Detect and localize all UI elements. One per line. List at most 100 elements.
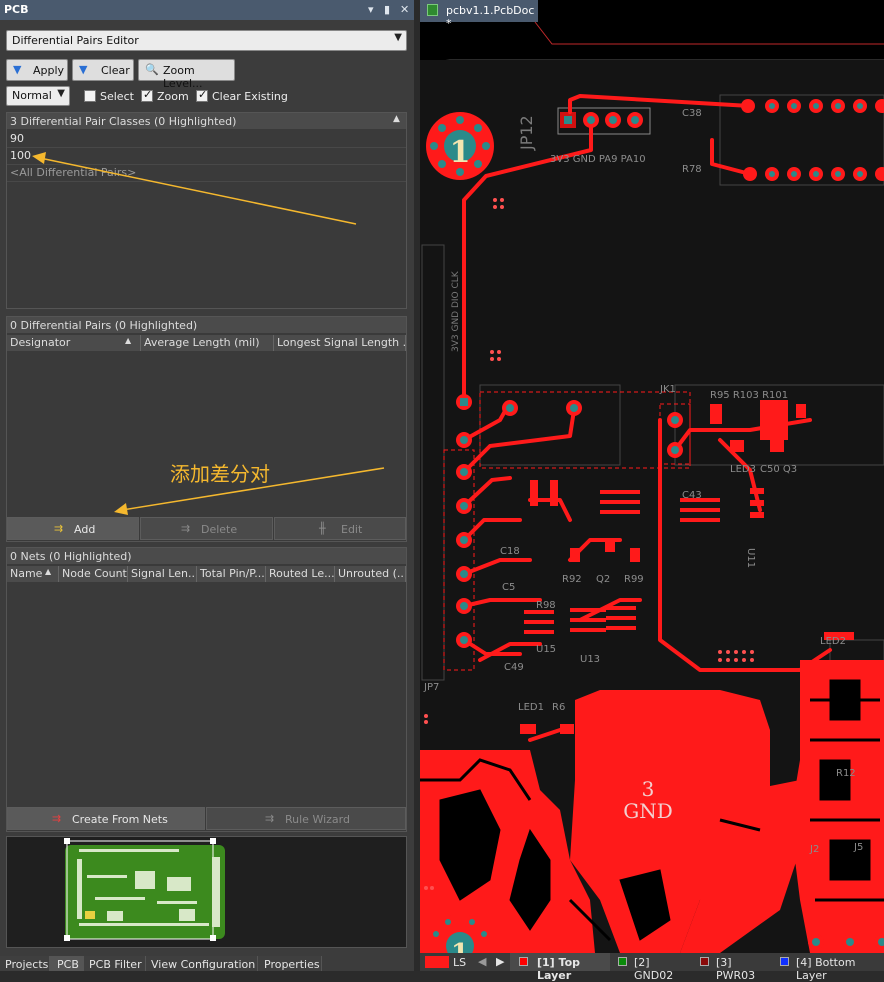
column-label: Total Pin/P...	[200, 567, 265, 580]
delete-button[interactable]: ⇉ Delete	[140, 517, 273, 540]
edit-button[interactable]: ╫ Edit	[274, 517, 406, 540]
tab-pcb[interactable]: PCB	[50, 956, 84, 971]
pin-icon[interactable]: ▮	[384, 3, 391, 16]
rule-wizard-icon: ⇉	[265, 812, 275, 825]
pcb-document-icon	[427, 4, 438, 16]
nets-list: 0 Nets (0 Highlighted) Name ▲ Node Count…	[6, 547, 407, 832]
layer-tab-pwr03[interactable]: [3] PWR03	[698, 953, 774, 982]
tab-label: View Configuration	[151, 958, 256, 971]
pcb-canvas[interactable]: 3V3 GND PA9 PA10 JK1 R95 R103 R101 C38 R…	[420, 0, 884, 971]
layer-tab-top[interactable]: [1] Top Layer	[510, 953, 610, 982]
pairs-header-text: 0 Differential Pairs (0 Highlighted)	[10, 319, 198, 332]
column-node-count[interactable]: Node Count	[59, 566, 128, 582]
column-average-length[interactable]: Average Length (mil)	[141, 335, 274, 351]
clear-filter-icon: ▼	[79, 63, 88, 76]
pad-number-3: 3	[642, 777, 655, 801]
clear-existing-checkbox[interactable]: ✓	[196, 88, 208, 102]
check-icon: ✓	[143, 88, 153, 101]
list-item[interactable]: 90	[7, 131, 406, 148]
silk-led1: LED1	[518, 702, 544, 713]
document-tab[interactable]: pcbv1.1.PcbDoc *	[420, 0, 538, 30]
sort-icon: ▲	[45, 567, 52, 576]
column-signal-length[interactable]: Signal Len...	[128, 566, 197, 582]
close-icon[interactable]: ✕	[400, 3, 410, 16]
column-routed-length[interactable]: Routed Le...	[266, 566, 335, 582]
column-name[interactable]: Name ▲	[7, 566, 59, 582]
apply-button[interactable]: ▼ Apply	[6, 59, 68, 81]
classes-header-text: 3 Differential Pair Classes (0 Highlight…	[10, 115, 237, 128]
layer-tab-bottom[interactable]: [4] Bottom Layer	[778, 953, 884, 982]
layer-color-swatch	[700, 957, 709, 966]
mode-select[interactable]: Differential Pairs Editor ▼	[6, 30, 407, 51]
minimap-board	[64, 838, 225, 941]
sort-icon: ▲	[125, 336, 132, 345]
column-designator[interactable]: Designator ▲	[7, 335, 141, 351]
rule-wizard-button[interactable]: ⇉ Rule Wizard	[206, 807, 406, 830]
scroll-right-icon[interactable]: ▶	[496, 955, 505, 968]
mode-select-value: Differential Pairs Editor	[12, 34, 139, 47]
silk-r99: R99	[624, 574, 644, 585]
create-from-nets-button[interactable]: ⇉ Create From Nets	[7, 807, 205, 830]
tab-label: PCB	[57, 958, 79, 971]
silk-r95: R95 R103 R101	[710, 390, 788, 401]
pair-classes-list: 3 Differential Pair Classes (0 Highlight…	[6, 112, 407, 309]
layer-tab-label: [4] Bottom Layer	[796, 956, 856, 982]
tab-view-configuration[interactable]: View Configuration	[146, 956, 258, 971]
delete-pair-icon: ⇉	[181, 522, 191, 535]
silk-led3: LED3	[730, 464, 756, 475]
clear-label: Clear	[101, 64, 130, 77]
tab-label: Projects	[5, 958, 49, 971]
column-total-pin[interactable]: Total Pin/P...	[197, 566, 266, 582]
panel-menu-icon[interactable]: ▾	[368, 3, 374, 16]
silk-j2: J2	[809, 844, 819, 855]
clear-button[interactable]: ▼ Clear	[72, 59, 134, 81]
silk-r78: R78	[682, 164, 702, 175]
create-from-nets-label: Create From Nets	[72, 813, 168, 826]
chevron-down-icon: ▼	[394, 32, 402, 43]
tab-projects[interactable]: Projects	[0, 956, 50, 971]
select-checkbox[interactable]	[84, 90, 96, 102]
board-minimap[interactable]	[6, 836, 407, 948]
zoom-level-button[interactable]: 🔍 Zoom Level...	[138, 59, 235, 90]
column-label: Unrouted (...	[338, 567, 406, 580]
silk-jp7: JP7	[423, 682, 439, 693]
column-unrouted[interactable]: Unrouted (...	[335, 566, 406, 582]
column-longest-signal[interactable]: Longest Signal Length ...	[274, 335, 406, 351]
silk-u11: U11	[745, 548, 756, 568]
silk-c18: C18	[500, 546, 520, 557]
silk-jp12: JP12	[517, 115, 536, 151]
tab-label: Properties	[264, 958, 320, 971]
column-label: Longest Signal Length ...	[277, 336, 406, 349]
classes-header: 3 Differential Pair Classes (0 Highlight…	[7, 113, 406, 129]
list-item[interactable]: 100	[7, 148, 406, 165]
tab-pcb-filter[interactable]: PCB Filter	[84, 956, 146, 971]
layer-set-label[interactable]: LS	[453, 956, 467, 969]
current-layer-swatch[interactable]	[425, 956, 449, 968]
add-button[interactable]: ⇉ Add	[7, 517, 139, 540]
pairs-header: 0 Differential Pairs (0 Highlighted)	[7, 317, 406, 333]
filter-icon: ▼	[13, 63, 22, 76]
mask-mode-select[interactable]: Normal ▼	[6, 86, 70, 106]
edit-label: Edit	[341, 523, 363, 536]
scroll-left-icon[interactable]: ◀	[478, 955, 487, 968]
layer-tab-gnd02[interactable]: [2] GND02	[616, 953, 692, 982]
add-pair-annotation: 添加差分对	[170, 462, 270, 486]
silk-c5: C5	[502, 582, 515, 593]
list-item[interactable]: <All Differential Pairs>	[7, 165, 406, 182]
magnifier-icon: 🔍	[145, 63, 159, 76]
collapse-icon[interactable]: ▲	[393, 114, 400, 124]
zoom-checkbox[interactable]: ✓	[141, 88, 153, 102]
panel-title-bar: PCB ▾ ▮ ✕	[0, 0, 414, 20]
silk-c50: C50 Q3	[760, 464, 797, 475]
class-name: <All Differential Pairs>	[10, 166, 137, 179]
apply-label: Apply	[33, 64, 65, 77]
column-label: Average Length (mil)	[144, 336, 260, 349]
panel-splitter[interactable]	[414, 0, 420, 971]
silk-c38: C38	[682, 108, 702, 119]
net-gnd-label: GND	[623, 799, 673, 823]
edit-pair-icon: ╫	[319, 522, 326, 535]
add-pair-icon: ⇉	[54, 522, 64, 535]
column-label: Signal Len...	[131, 567, 197, 580]
silk-r98: R98	[536, 600, 556, 611]
tab-properties[interactable]: Properties	[258, 956, 322, 971]
